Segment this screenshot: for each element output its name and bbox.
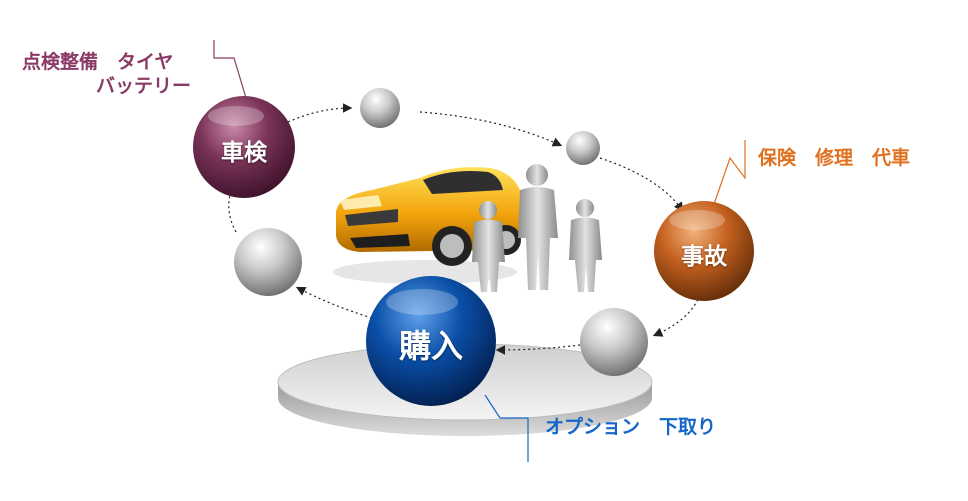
arrow-grey2-to-accident <box>599 157 684 212</box>
grey-sphere-upper-right <box>566 131 600 165</box>
inspection-annotation-line2: バッテリー <box>96 75 192 97</box>
grey-sphere-lower-right <box>580 308 648 376</box>
arrow-accident-to-grey3 <box>652 294 701 337</box>
people-icon <box>472 164 602 292</box>
purchase-annotation: オプション 下取り <box>545 416 717 438</box>
inspection-label: 車検 <box>221 140 267 166</box>
arrow-grey3-to-purchase <box>495 344 581 355</box>
leader-lines <box>213 40 746 462</box>
arrow-grey1-to-grey2 <box>419 111 563 147</box>
inspection-leader <box>213 40 247 99</box>
person-center <box>518 164 558 290</box>
inspection-sphere <box>193 96 295 198</box>
person-right <box>569 199 602 292</box>
grey-spheres <box>234 88 648 376</box>
purchase-label: 購入 <box>398 327 463 365</box>
arrow-inspection-to-grey1 <box>287 103 353 123</box>
accident-label: 事故 <box>681 244 727 270</box>
purchase-sphere <box>366 276 496 406</box>
person-left <box>472 201 505 292</box>
inspection-annotation-line1: 点検整備 タイヤ <box>22 51 174 73</box>
main-nodes <box>193 96 754 406</box>
arrow-purchase-to-grey4 <box>295 286 373 319</box>
accident-sphere <box>654 201 754 301</box>
purchase-leader <box>484 394 529 462</box>
grey-sphere-top <box>360 88 400 128</box>
accident-leader <box>711 140 746 211</box>
grey-sphere-left <box>234 228 302 296</box>
accident-annotation: 保険 修理 代車 <box>758 147 911 169</box>
